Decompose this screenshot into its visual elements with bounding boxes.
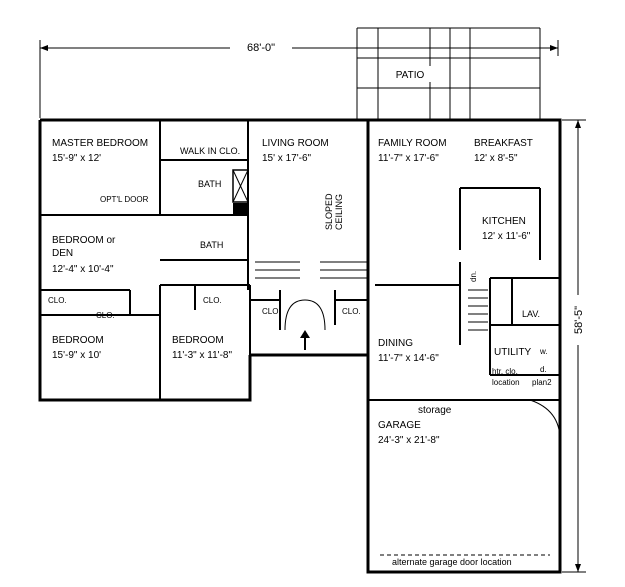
stairs-living [255, 261, 368, 279]
kitchen-size: 12' x 11'-6" [482, 231, 531, 242]
patio: PATIO [356, 27, 541, 120]
plan2-label: plan2 [532, 378, 552, 387]
clo-label-4: CLO. [262, 307, 281, 316]
stairs-down [468, 289, 488, 331]
stairs-down-label: dn. [469, 271, 478, 282]
interior-walls [40, 120, 561, 441]
bedroom-1-name: BEDROOM [52, 335, 104, 346]
clo-label-1: CLO. [48, 296, 67, 305]
family-room-size: 11'-7" x 17'-6" [378, 153, 439, 164]
garage-door-label: alternate garage door location [392, 557, 512, 567]
lav-label: LAV. [522, 309, 540, 319]
depth-dimension-label: 58'-5" [573, 306, 585, 334]
clo-label-5: CLO. [342, 307, 361, 316]
dryer-label: d. [540, 365, 547, 374]
garage-name: GARAGE [378, 420, 421, 431]
opt-door-label: OPT'L DOOR [100, 195, 149, 204]
exterior-walls [38, 118, 562, 574]
bath-1-label: BATH [198, 179, 221, 189]
bedroom-2-size: 11'-3" x 11'-8" [172, 350, 232, 361]
clo-label-2: CLO. [96, 311, 115, 320]
bedroom-den-name: BEDROOM or [52, 235, 116, 246]
bedroom-1-size: 15'-9" x 10' [52, 350, 101, 361]
sloped-ceiling-line1: SLOPED [324, 193, 334, 230]
bedroom-den-name2: DEN [52, 248, 73, 259]
breakfast-size: 12' x 8'-5" [474, 153, 518, 164]
garage-storage-label: storage [418, 405, 452, 416]
depth-dimension: 58'-5" [562, 119, 586, 573]
garage-size: 24'-3" x 21'-8" [378, 435, 440, 446]
htr-clo-label: htr. clo. [492, 367, 518, 376]
bedroom-2-name: BEDROOM [172, 335, 224, 346]
dining-name: DINING [378, 338, 413, 349]
width-dimension-label: 68'-0" [247, 42, 275, 54]
master-bedroom-size: 15'-9" x 12' [52, 153, 101, 164]
clo-label-3: CLO. [203, 296, 222, 305]
living-room-name: LIVING ROOM [262, 138, 329, 149]
bath-2-label: BATH [200, 240, 223, 250]
width-dimension: 68'-0" [39, 38, 559, 118]
family-room-name: FAMILY ROOM [378, 138, 447, 149]
kitchen-name: KITCHEN [482, 216, 526, 227]
patio-label: PATIO [396, 70, 425, 81]
dining-size: 11'-7" x 14'-6" [378, 353, 439, 364]
bedroom-den-size: 12'-4" x 10'-4" [52, 264, 114, 275]
location-label: location [492, 378, 520, 387]
breakfast-name: BREAKFAST [474, 138, 533, 149]
walk-in-closet-label: WALK IN CLO. [180, 146, 240, 156]
sloped-ceiling-line2: CEILING [334, 194, 344, 230]
washer-label: w. [539, 347, 548, 356]
utility-label: UTILITY [494, 347, 532, 358]
master-bedroom-name: MASTER BEDROOM [52, 138, 148, 149]
living-room-size: 15' x 17'-6" [262, 153, 312, 164]
